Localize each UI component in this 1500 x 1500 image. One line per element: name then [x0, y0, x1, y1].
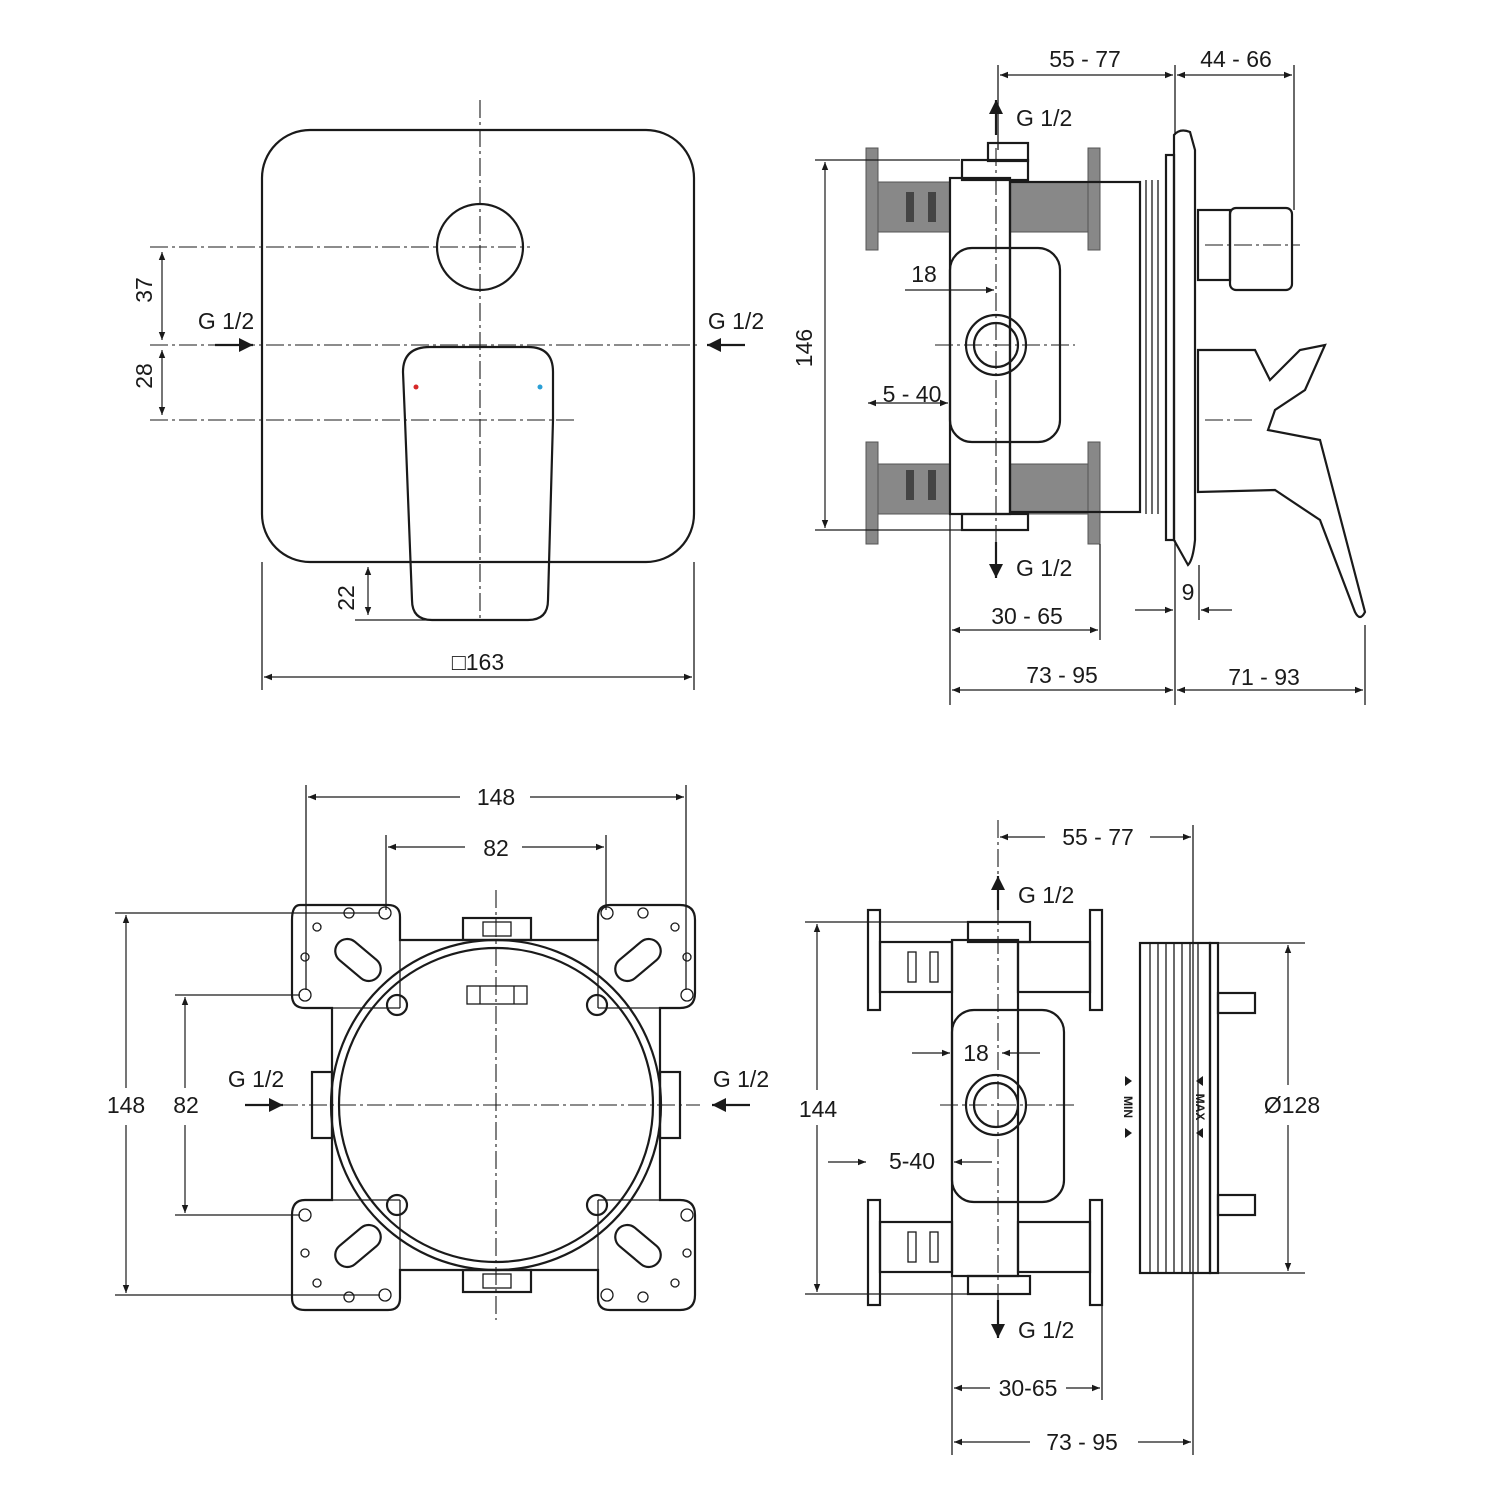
cover-plate — [260, 128, 696, 564]
cold-indicator — [537, 384, 543, 390]
slots — [334, 937, 662, 1269]
dim-18: 18 — [911, 261, 937, 287]
cover-plate-profile — [1172, 129, 1197, 567]
outlet-label-bottom: G 1/2 — [1018, 1317, 1074, 1343]
dim-71-93: 71 - 93 — [1228, 664, 1300, 690]
dim-9: 9 — [1182, 579, 1195, 605]
dim-5-40: 5 - 40 — [883, 381, 942, 407]
dim-163: □163 — [452, 649, 504, 675]
thread-lines — [1149, 943, 1199, 1273]
valve-body — [950, 1008, 1066, 1204]
dim-82-horizontal: 82 — [483, 835, 509, 861]
outlet-label-top: G 1/2 — [1016, 105, 1072, 131]
diverter-knob — [1228, 206, 1294, 292]
dim-73-95: 73 - 95 — [1026, 662, 1098, 688]
inlet-label-right: G 1/2 — [713, 1066, 769, 1092]
dim-22: 22 — [333, 585, 359, 611]
dim-148-vertical: 148 — [107, 1092, 145, 1118]
dim-28: 28 — [131, 363, 157, 389]
dim-73-95: 73 - 95 — [1046, 1429, 1118, 1455]
mounting-box-side-view: MIN MAX 55 - 77 G 1/2 G 1/2 18 144 5-40 … — [799, 820, 1320, 1455]
inlet-label-right: G 1/2 — [708, 308, 764, 334]
side-view: 55 - 77 44 - 66 G 1/2 G 1/2 18 146 5 - 4… — [791, 46, 1367, 705]
lever-handle — [401, 345, 555, 622]
inlet-label-left: G 1/2 — [228, 1066, 284, 1092]
thread-lines — [1139, 180, 1159, 514]
mounting-box-front-view: 148 82 148 82 G 1/2 G 1/2 — [107, 784, 769, 1320]
dim-82-vertical: 82 — [173, 1092, 199, 1118]
mounting-frame — [290, 903, 697, 1312]
outlet-label-top: G 1/2 — [1018, 882, 1074, 908]
dim-44-66: 44 - 66 — [1200, 46, 1272, 72]
dim-146: 146 — [791, 329, 817, 367]
dim-148-horizontal: 148 — [477, 784, 515, 810]
hot-indicator — [413, 384, 419, 390]
outlet-label-bottom: G 1/2 — [1016, 555, 1072, 581]
dim-144: 144 — [799, 1096, 838, 1122]
dim-37: 37 — [131, 277, 157, 303]
dim-55-77: 55 - 77 — [1049, 46, 1121, 72]
dim-30-65: 30-65 — [999, 1375, 1058, 1401]
dim-30-65: 30 - 65 — [991, 603, 1063, 629]
dim-18: 18 — [963, 1040, 989, 1066]
dim-diameter-128: Ø128 — [1264, 1092, 1320, 1118]
min-label: MIN — [1121, 1096, 1135, 1118]
inlet-label-left: G 1/2 — [198, 308, 254, 334]
lever-profile — [1196, 343, 1367, 619]
max-label: MAX — [1193, 1094, 1207, 1121]
front-view: 37 28 G 1/2 G 1/2 22 □163 — [131, 100, 764, 690]
dim-55-77: 55 - 77 — [1062, 824, 1134, 850]
dim-5-40: 5-40 — [889, 1148, 935, 1174]
